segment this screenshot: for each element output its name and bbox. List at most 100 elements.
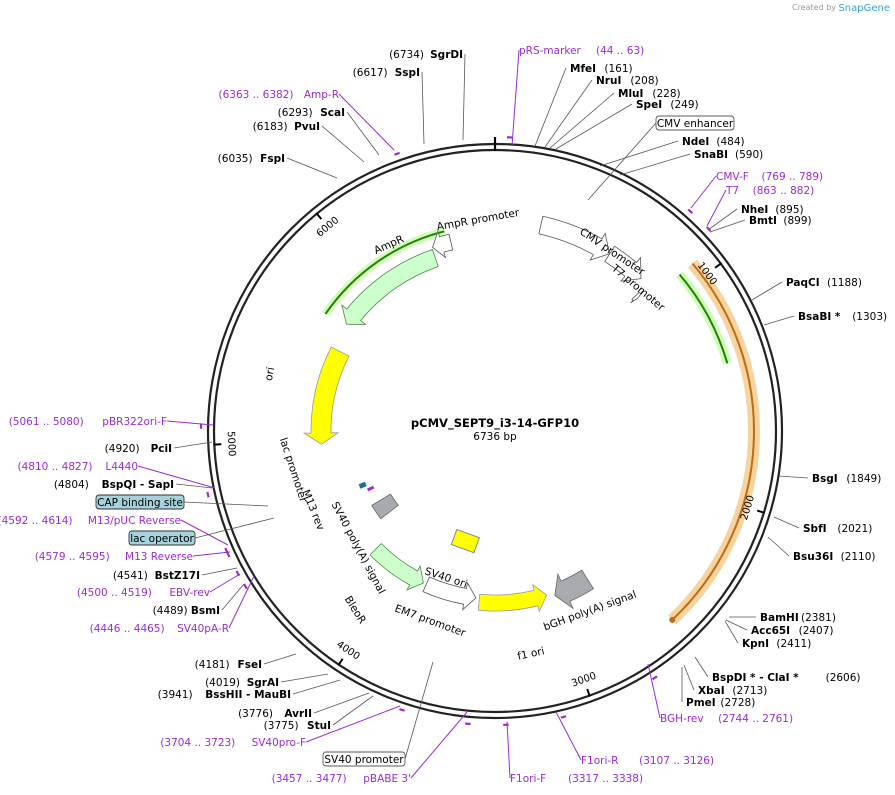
primer-sv40pa-r-leader <box>228 575 255 629</box>
primer-t7-range: (863 .. 882) <box>753 185 815 197</box>
primer-l4440-mark <box>206 491 210 498</box>
primer-amp-r-leader <box>338 93 395 151</box>
tick-mark-4000 <box>337 658 344 666</box>
site-snabi-name: SnaBI <box>694 149 728 161</box>
site-nrui-name: NruI <box>596 75 621 87</box>
boxed-label-sv40-promoter-leader <box>404 661 434 760</box>
primer-sv40pa-r: SV40pA-R(4446 .. 4465) <box>90 623 229 635</box>
site-bsmi-name: BsmI <box>191 605 220 617</box>
site-acc65i-pos: (2407) <box>799 625 834 637</box>
site-bspqi-sapi-leader <box>175 483 213 489</box>
site-snabi: SnaBI(590) <box>694 149 763 161</box>
feature-sv40-poly-a-signal <box>371 493 399 520</box>
site-mfei-name: MfeI <box>570 63 596 75</box>
site-scai-pos: (6293) <box>278 107 313 119</box>
tick-mark-3000 <box>586 688 591 697</box>
boxed-label-sv40-promoter-box <box>322 751 406 767</box>
site-fsei: FseI(4181) <box>195 659 262 671</box>
site-xbai-name: XbaI <box>698 685 725 697</box>
site-bspdi-clai-pos: (2606) <box>826 672 861 684</box>
feature-insert-green-highlight <box>676 271 732 365</box>
boxed-label-sv40-promoter: SV40 promoter <box>322 751 406 767</box>
site-ndei-leader <box>599 140 679 167</box>
feature-ampr-promoter <box>432 230 454 259</box>
backbone <box>206 137 784 720</box>
site-bsabi-name: BsaBI * <box>798 311 841 323</box>
primer-pbr322ori-f-leader <box>166 420 214 426</box>
map-center: pCMV_SEPT9_i3-14-GFP10 6736 bp <box>411 416 579 443</box>
feature-layer <box>302 215 755 623</box>
site-stui-leader <box>332 695 374 726</box>
primer-prs-marker-range: (44 .. 63) <box>596 45 644 57</box>
primer-ebv-rev-name: EBV-rev <box>169 587 210 599</box>
feature-m13-rev <box>366 485 375 492</box>
site-pcii-pos: (4920) <box>105 443 140 455</box>
primer-cmv-f-leader <box>690 175 717 209</box>
site-bsu36i: Bsu36I(2110) <box>793 551 876 563</box>
site-sbfi-leader <box>773 516 800 529</box>
primer-bgh-rev-leader <box>647 663 661 719</box>
primer-t7-leader <box>706 189 727 227</box>
site-sgrai: SgrAI(4019) <box>205 677 279 689</box>
primer-pbabe-3: pBABE 3'(3457 .. 3477) <box>272 773 411 785</box>
tick-label-5000: 5000 <box>225 431 237 457</box>
primer-m13-reverse: M13 Reverse (4579 .. 4595) <box>35 551 193 563</box>
site-bsgi-pos: (1849) <box>846 473 881 485</box>
site-fspi-pos: (6035) <box>218 153 253 165</box>
site-fspi: FspI(6035) <box>218 153 285 165</box>
primer-m13-reverse-range: (4579 .. 4595) <box>35 551 110 563</box>
plasmid-name: pCMV_SEPT9_i3-14-GFP10 <box>411 416 579 431</box>
primer-cmv-f: CMV-F(769 .. 789) <box>716 171 823 183</box>
credit-prefix: Created by <box>792 3 836 12</box>
site-paqci: PaqCI(1188) <box>786 277 862 289</box>
site-scai-leader <box>346 111 380 156</box>
site-bsmi: BsmI(4489) <box>153 605 220 617</box>
site-scai-name: ScaI <box>320 107 345 119</box>
site-sbfi-pos: (2021) <box>837 523 872 535</box>
tick-label-3000: 3000 <box>570 671 598 690</box>
site-pcii-name: PciI <box>151 443 172 455</box>
feature-insert-green <box>678 273 729 364</box>
primer-m13-puc-reverse: M13/pUC Reverse(4592 .. 4614) <box>0 515 181 527</box>
primer-sv40pa-r-range: (4446 .. 4465) <box>90 623 165 635</box>
site-bspdi-clai-name: BspDI * - ClaI * <box>712 672 799 684</box>
feature-insert-orange <box>671 262 755 621</box>
site-nrui-pos: (208) <box>630 75 658 87</box>
feature-insert-orange-end <box>669 616 676 623</box>
primer-t7-name: T7 <box>725 185 739 197</box>
primer-bgh-rev-name: BGH-rev <box>660 713 704 725</box>
primer-l4440-leader <box>137 465 216 489</box>
primer-m13-puc-reverse-leader <box>180 519 229 546</box>
tick-mark-6000 <box>315 212 323 220</box>
primer-m13-reverse-mark <box>226 551 231 558</box>
primer-f1ori-f-range: (3317 .. 3338) <box>568 773 643 785</box>
tick-mark-1000 <box>714 262 723 269</box>
site-kpni: KpnI(2411) <box>742 638 811 650</box>
primer-m13-puc-reverse-name: M13/pUC Reverse <box>88 515 181 527</box>
site-pmei-name: PmeI <box>686 697 716 709</box>
primer-ebv-rev: EBV-rev(4500 .. 4519) <box>77 587 210 599</box>
site-acc65i: Acc65I (2407) <box>751 625 834 637</box>
primer-pbabe-3-range: (3457 .. 3477) <box>272 773 347 785</box>
site-bsu36i-pos: (2110) <box>841 551 876 563</box>
site-snabi-leader <box>619 153 691 176</box>
primer-sv40pro-f-range: (3704 .. 3723) <box>160 737 235 749</box>
primer-f1ori-f-name: F1ori-F <box>510 773 546 785</box>
primer-l4440-name: L4440 <box>105 461 138 473</box>
site-pvui-name: PvuI <box>294 121 320 133</box>
feature-ampr <box>341 248 439 325</box>
primer-m13-reverse-name: M13 Reverse <box>125 551 193 563</box>
site-bsshii-maubi: BssHII - MauBI(3941) <box>158 689 291 701</box>
site-acc65i-name: Acc65I <box>751 625 790 637</box>
primer-t7-mark <box>705 226 712 232</box>
tick-mark-2000 <box>756 509 766 514</box>
site-kpni-pos: (2411) <box>776 638 811 650</box>
feature-f1-ori <box>477 583 548 613</box>
site-mlui: MluI(228) <box>618 88 681 100</box>
primer-pbr322ori-f-range: (5061 .. 5080) <box>9 416 84 428</box>
site-bmti-leader <box>709 219 746 233</box>
site-stui: StuI(3775) <box>264 720 331 732</box>
boxed-label-cmv-enhancer-leader <box>587 122 657 201</box>
